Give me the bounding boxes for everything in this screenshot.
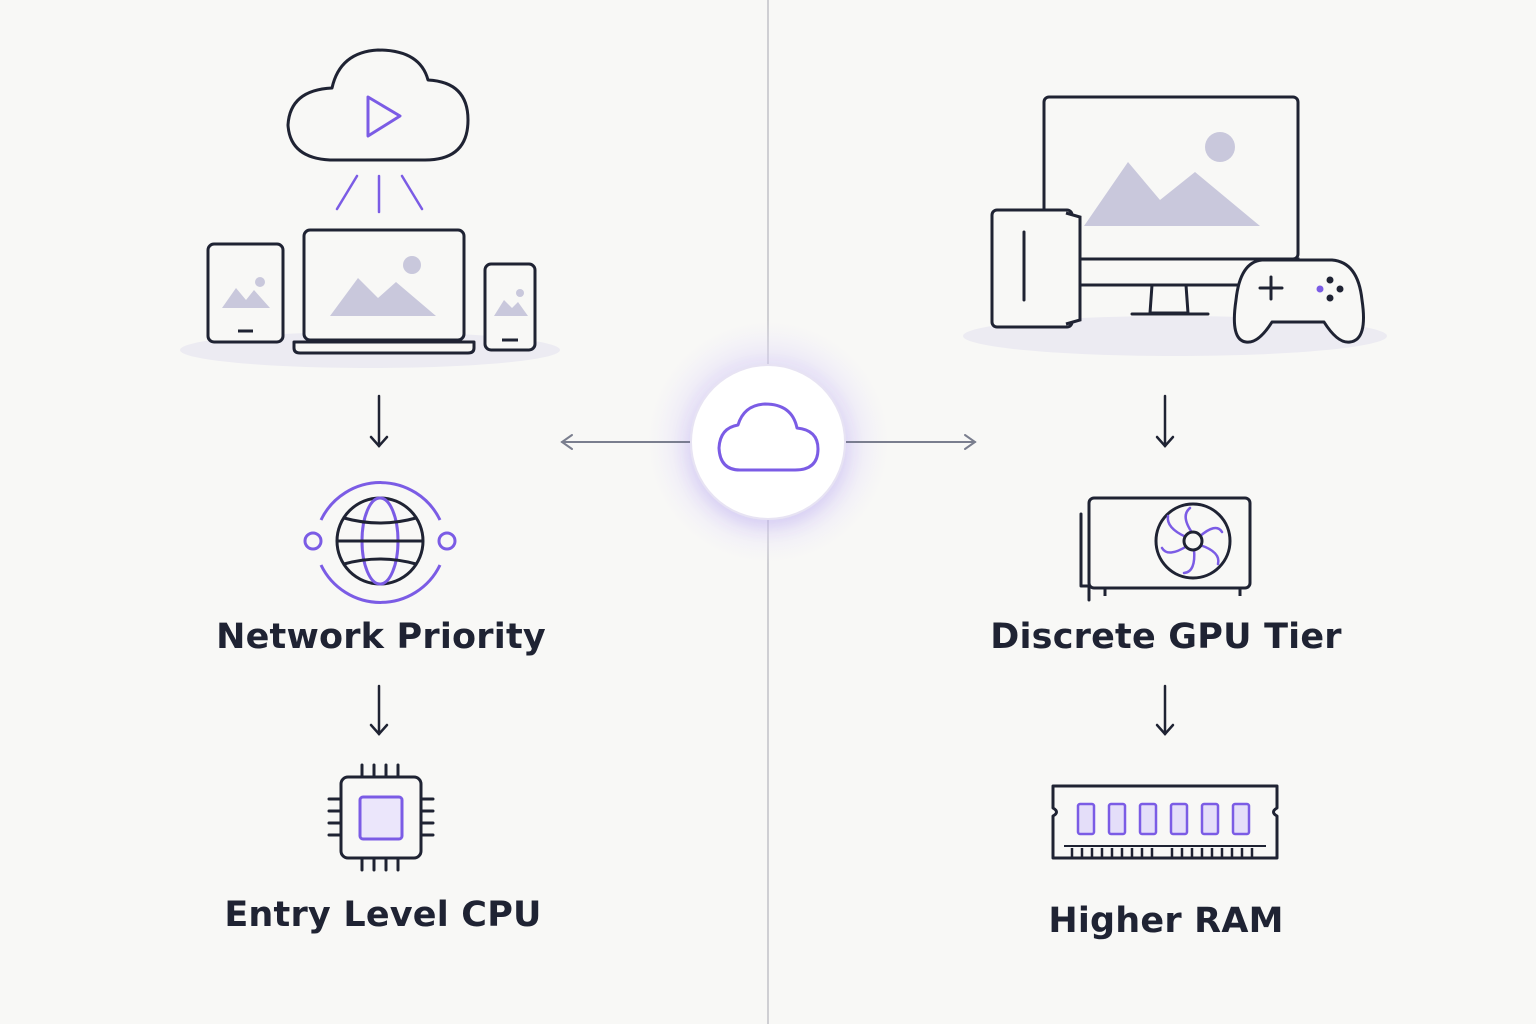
entry-level-cpu-label: Entry Level CPU	[224, 895, 542, 935]
discrete-gpu-tier-label: Discrete GPU Tier	[990, 617, 1342, 657]
down-arrow-right-1	[1155, 394, 1175, 448]
tablet-icon	[206, 242, 285, 344]
laptop-icon	[292, 228, 476, 355]
cloud-play-icon	[286, 48, 470, 162]
cpu-chip-icon	[327, 763, 435, 872]
tablet-laptop-phone-icon	[180, 228, 560, 368]
down-arrow-right-2	[1155, 684, 1175, 736]
higher-ram-label: Higher RAM	[1048, 901, 1284, 941]
down-arrow-left-2	[369, 684, 389, 736]
ram-module-icon	[1051, 784, 1279, 860]
gamepad-icon	[1232, 258, 1365, 344]
hub-connector	[560, 320, 977, 564]
desktop-tower-monitor-gamepad-icon	[963, 95, 1387, 356]
network-priority-label: Network Priority	[216, 617, 546, 657]
pc-tower-icon	[990, 208, 1082, 329]
phone-icon	[483, 262, 537, 352]
graphics-card-icon	[1079, 496, 1252, 602]
down-arrow-left-1	[369, 394, 389, 448]
cloud-icon	[717, 402, 820, 472]
monitor-icon	[1042, 95, 1300, 316]
globe-orbit-icon	[303, 481, 457, 604]
stream-lines	[335, 174, 424, 214]
